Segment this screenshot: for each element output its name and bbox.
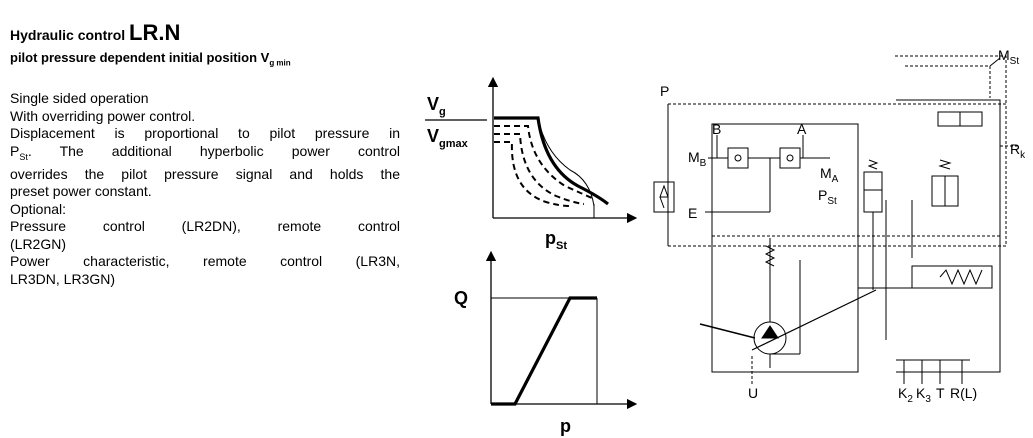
label-port-u: U (748, 385, 758, 401)
desc-line-3a: Displacement is proportional to pilot pr… (10, 125, 400, 141)
check-valve-a-ball (786, 154, 794, 162)
graph-top-y-den: Vgmax (427, 126, 469, 150)
label-port-ma: MA (820, 165, 839, 185)
check-valve-a (779, 147, 801, 169)
title-code: LR.N (129, 20, 181, 45)
desc-optional: Optional: (10, 200, 67, 217)
desc-line-3b-rest: . The additional hyperbolic power contro… (27, 142, 400, 159)
graph-top-y-num: Vg (427, 94, 446, 118)
adjust-cylinder (911, 265, 993, 289)
title-heading: Hydraulic control LR.N (10, 20, 180, 46)
desc-opt-1a: Pressure control (LR2DN), remote control (10, 218, 400, 235)
label-port-rl: R(L) (950, 385, 977, 401)
subtitle-main: pilot pressure dependent initial positio… (10, 50, 270, 65)
label-port-mst: MSt (998, 47, 1019, 67)
desc-opt-1b: (LR2GN) (10, 235, 67, 252)
graph-top-x-label: pSt (545, 228, 567, 252)
label-port-k2: K2 (898, 385, 913, 405)
label-port-rk: Rk (1010, 141, 1026, 161)
label-port-b: B (712, 121, 721, 137)
graph-bottom-y-label: Q (454, 288, 468, 308)
graph-top: Vg Vgmax pSt (425, 76, 638, 252)
schematic-labels: P MB B A MA PSt E MSt Rk U K2 K3 T R(L) (660, 47, 1026, 405)
pilot-spring-icon (867, 159, 879, 170)
label-port-e: E (688, 205, 697, 221)
check-valve-b-ball (734, 154, 742, 162)
pump-spring-icon (764, 245, 776, 267)
graph-bottom-x-label: p (560, 416, 571, 436)
schematic-top-inner-frame (905, 65, 991, 98)
hydraulic-schematic (653, 55, 1020, 384)
label-port-pst: PSt (818, 187, 837, 207)
title-prefix: Hydraulic control (10, 27, 130, 43)
desc-pst-main: P (10, 142, 20, 159)
adjust-spring-icon (939, 268, 983, 286)
label-port-k3: K3 (916, 385, 931, 405)
pump-shaft (699, 323, 756, 339)
pump-arrow-icon (761, 325, 779, 339)
label-port-t: T (936, 385, 945, 401)
description: Single sided operation With overriding p… (10, 90, 400, 288)
mst-connector (989, 57, 1001, 67)
graph-top-dashed-curve-2 (494, 133, 585, 205)
schematic-dashed-boundary (667, 103, 1007, 247)
desc-pst-sub: St (19, 151, 28, 162)
label-port-mb: MB (688, 149, 707, 169)
check-valve-b (727, 147, 749, 169)
desc-line-3b: PSt. The additional hyperbolic power con… (10, 143, 400, 166)
desc-line-1: Single sided operation (10, 90, 149, 106)
desc-opt-2a: Power characteristic, remote control (LR… (10, 253, 400, 270)
pilot-cylinder (863, 171, 883, 213)
pressure-spring-icon (938, 159, 952, 170)
graph-top-dashed-curve-3 (494, 141, 571, 207)
subtitle-sub: g min (269, 58, 291, 68)
subtitle-heading: pilot pressure dependent initial positio… (10, 50, 291, 68)
pump-housing (711, 123, 859, 373)
desc-line-2: With overriding power control. (10, 107, 196, 124)
desc-line-3d: preset power constant. (10, 183, 152, 200)
graph-bottom: Q p (454, 250, 638, 436)
graph-top-main-curve (494, 116, 609, 206)
desc-opt-2b: LR3DN, LR3GN) (10, 270, 116, 287)
schematic-top-frame (895, 55, 1007, 104)
pump-swash-line (751, 289, 877, 351)
graph-bottom-curve (491, 296, 597, 406)
filter-symbol (653, 181, 675, 213)
filter-icon (659, 184, 669, 209)
desc-line-3c: overrides the pilot pressure signal and … (10, 165, 400, 182)
label-port-p: P (660, 83, 669, 99)
label-port-a: A (797, 121, 807, 137)
